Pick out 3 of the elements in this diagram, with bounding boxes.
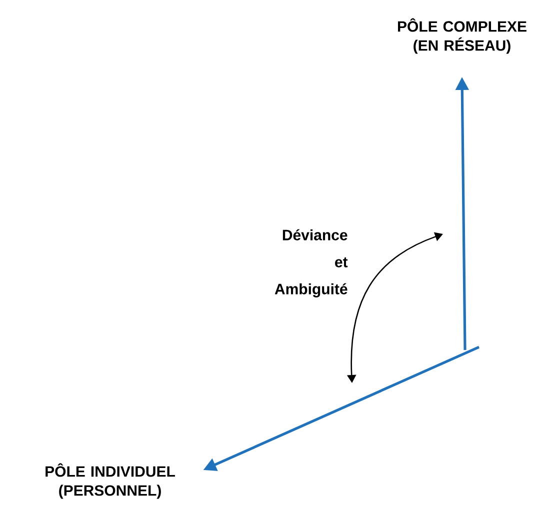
rotation-label: Déviance et Ambiguité [274, 229, 348, 298]
pole-label: PÔLE COMPLEXE (EN RÉSEAU) [398, 18, 526, 54]
pole-label: PÔLE INDIVIDUEL (PERSONNEL) [46, 463, 175, 499]
